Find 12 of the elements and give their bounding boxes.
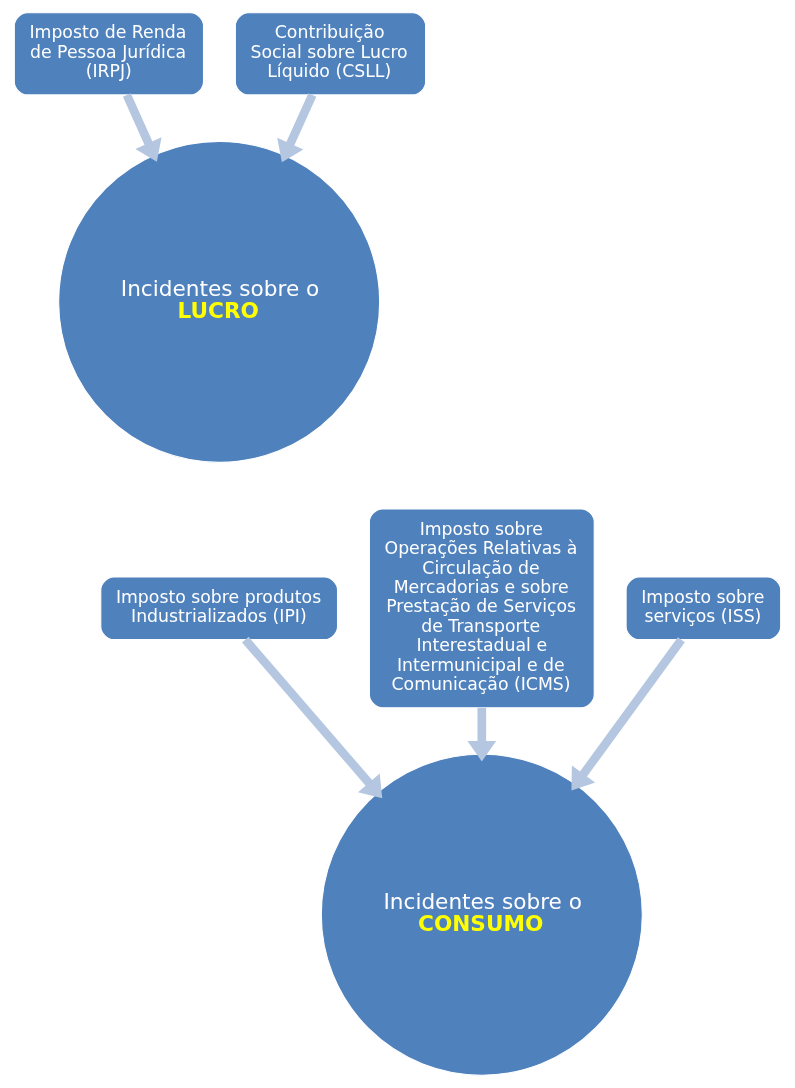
node-box: Imposto de Renda de Pessoa Jurídica (IRPJ) — [13, 12, 204, 96]
node-box: Contribuição Social sobre Lucro Líquido (CSLL) — [234, 12, 427, 96]
arrow — [571, 637, 685, 791]
arrow — [122, 93, 162, 162]
node-circle: Incidentes sobre o CONSUMO — [320, 753, 643, 1076]
node-box: Imposto sobre Operações Relativas à Circulação de Mercadorias e sobre Prestação de Serviços de Transporte Interestadual e Intermunicipal e de Comunicação (ICMS) — [368, 508, 595, 709]
node-box: Imposto sobre serviços (ISS) — [625, 576, 782, 641]
node-circle: Incidentes sobre o LUCRO — [58, 140, 381, 463]
arrow — [467, 707, 497, 762]
arrow — [277, 93, 317, 163]
node-box: Imposto sobre produtos Industrializados (IPI) — [100, 576, 339, 641]
arrow — [242, 636, 383, 799]
